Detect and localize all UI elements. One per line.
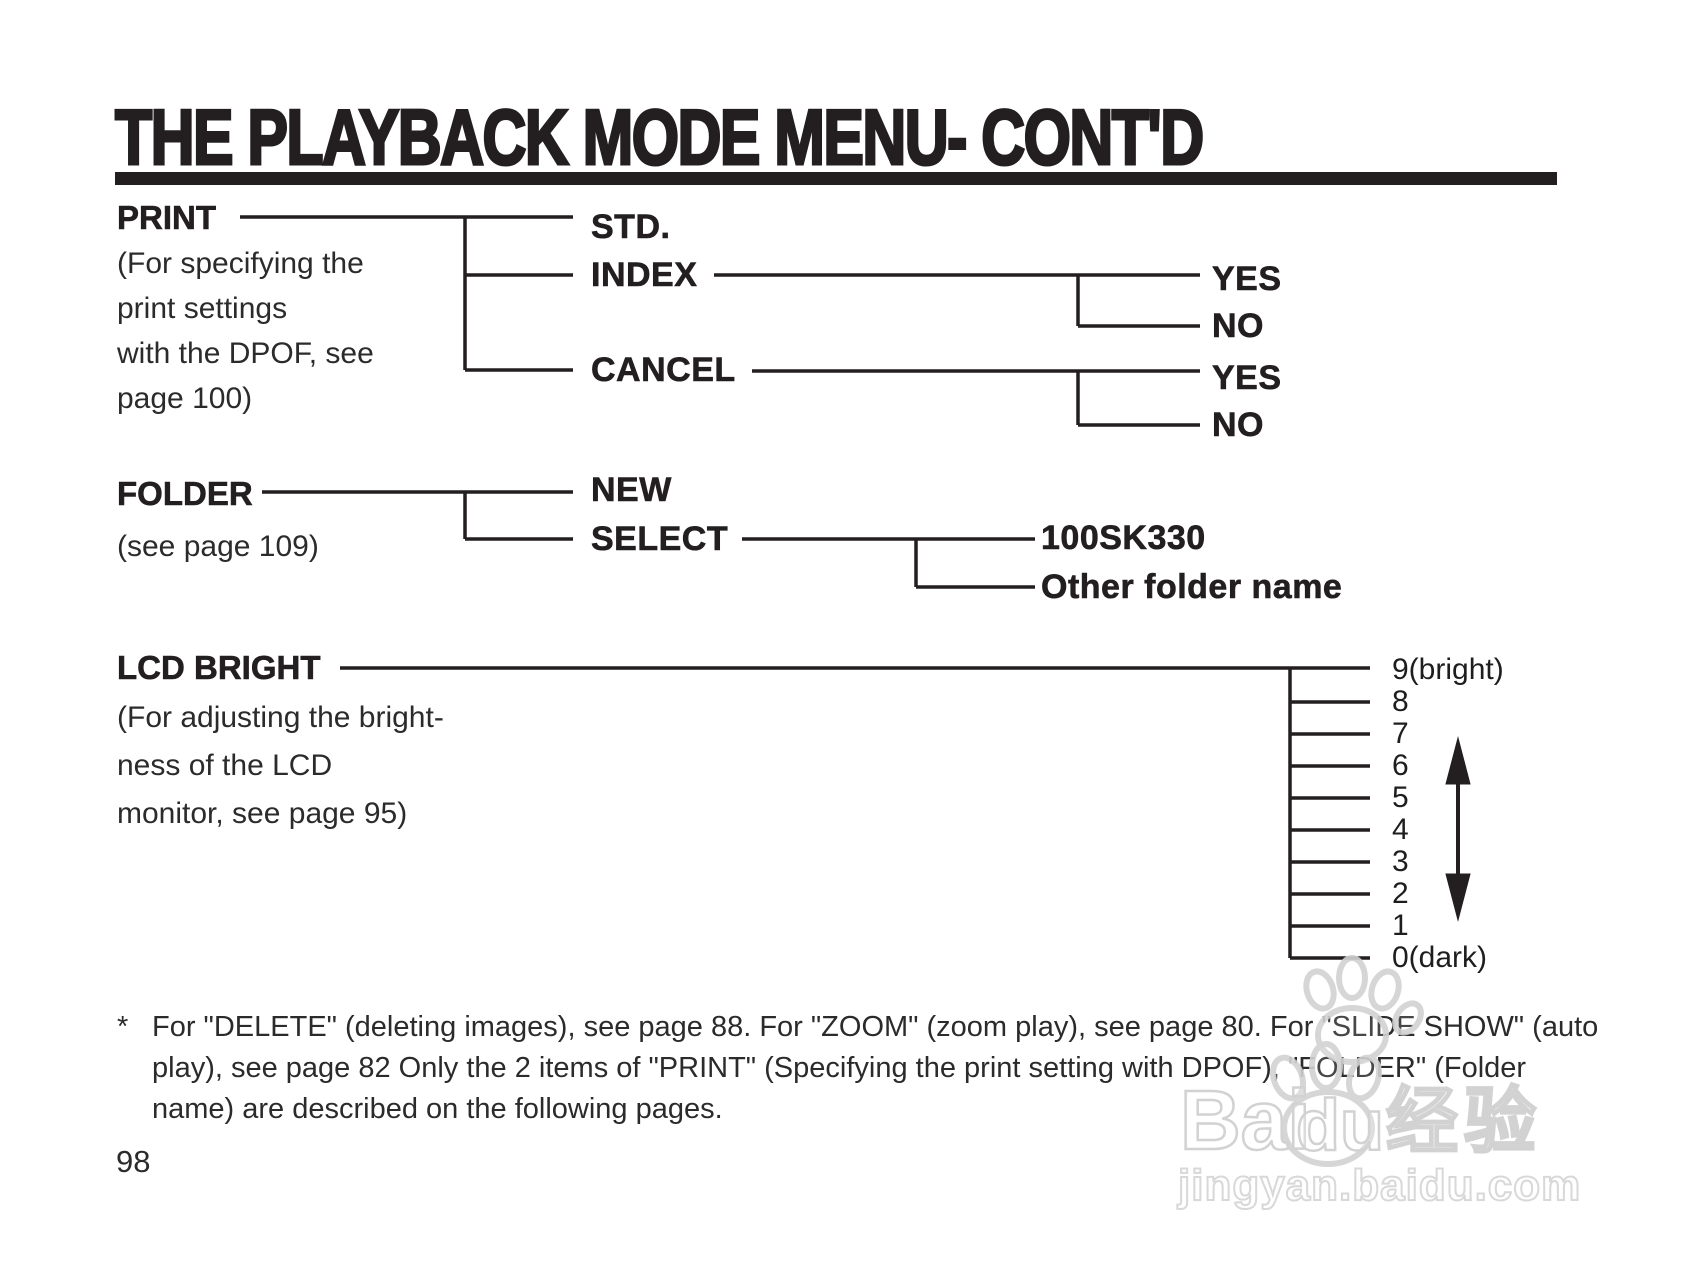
option-std: STD. bbox=[591, 208, 671, 246]
watermark-bai: Bai bbox=[1179, 1073, 1312, 1167]
title-underline bbox=[115, 172, 1557, 185]
brightness-level-5: 5 bbox=[1392, 781, 1409, 814]
footnote-line: name) are described on the following pag… bbox=[152, 1093, 723, 1125]
option-index-no: NO bbox=[1212, 307, 1264, 345]
brightness-level-3: 3 bbox=[1392, 845, 1409, 878]
brightness-range-arrow-icon bbox=[1445, 736, 1471, 922]
brightness-level-9: 9(bright) bbox=[1392, 653, 1504, 686]
menu-item-folder: FOLDER bbox=[117, 475, 253, 512]
lcd-desc-line: monitor, see page 95) bbox=[117, 797, 408, 830]
option-select: SELECT bbox=[591, 520, 729, 558]
watermark-jingyan: 经验 bbox=[1385, 1082, 1543, 1162]
option-cancel-no: NO bbox=[1212, 406, 1264, 444]
footnote-marker: * bbox=[117, 1011, 129, 1043]
watermark-url: jingyan.baidu.com bbox=[1177, 1161, 1582, 1210]
print-description: (For specifying the print settings with … bbox=[117, 241, 374, 421]
option-folder-name: 100SK330 bbox=[1041, 519, 1206, 557]
print-desc-line: print settings bbox=[117, 292, 288, 325]
watermark-du: du bbox=[1295, 1086, 1385, 1166]
option-cancel-yes: YES bbox=[1212, 359, 1282, 397]
brightness-level-0: 0(dark) bbox=[1392, 941, 1488, 974]
option-index: INDEX bbox=[591, 256, 698, 294]
brightness-level-2: 2 bbox=[1392, 877, 1409, 910]
brightness-level-6: 6 bbox=[1392, 749, 1409, 782]
brightness-level-8: 8 bbox=[1392, 685, 1409, 718]
page-number: 98 bbox=[116, 1144, 151, 1179]
print-desc-line: (For specifying the bbox=[117, 247, 364, 280]
option-new: NEW bbox=[591, 471, 672, 509]
option-cancel: CANCEL bbox=[591, 351, 736, 389]
option-other-folder: Other folder name bbox=[1041, 568, 1343, 606]
menu-item-lcd-bright: LCD BRIGHT bbox=[117, 649, 321, 686]
folder-desc-line: (see page 109) bbox=[117, 530, 319, 563]
folder-description: (see page 109) bbox=[117, 524, 319, 569]
footnote-line: For "DELETE" (deleting images), see page… bbox=[152, 1011, 1599, 1043]
brightness-level-1: 1 bbox=[1392, 909, 1409, 942]
lcd-desc-line: (For adjusting the bright- bbox=[117, 701, 444, 734]
print-desc-line: with the DPOF, see bbox=[117, 337, 374, 370]
lcd-description: (For adjusting the bright- ness of the L… bbox=[117, 694, 444, 838]
menu-item-print: PRINT bbox=[117, 199, 217, 236]
print-desc-line: page 100) bbox=[117, 382, 253, 415]
lcd-desc-line: ness of the LCD bbox=[117, 749, 333, 782]
option-index-yes: YES bbox=[1212, 260, 1282, 298]
brightness-level-7: 7 bbox=[1392, 717, 1409, 750]
footnote-text: For "DELETE" (deleting images), see page… bbox=[152, 1007, 1598, 1130]
brightness-level-4: 4 bbox=[1392, 813, 1409, 846]
page-title: THE PLAYBACK MODE MENU- CONT'D bbox=[114, 93, 1206, 181]
